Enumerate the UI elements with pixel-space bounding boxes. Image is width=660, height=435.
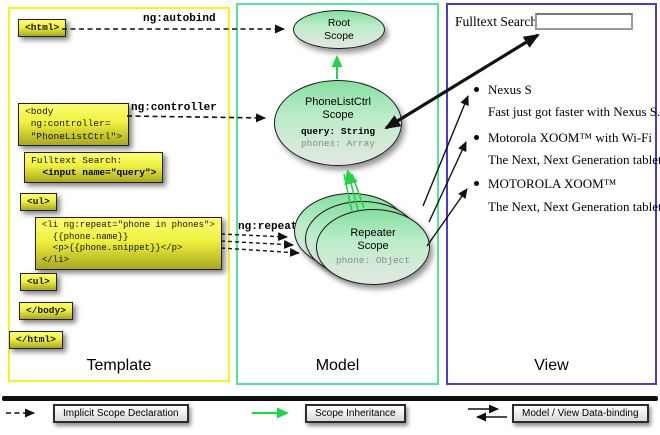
code-box-html-open: <html> [18,19,67,38]
repeater-prop-phone: phone: Object [335,255,411,267]
root-scope-ellipse: Root Scope [293,10,385,49]
bullet-icon [474,87,479,92]
phonelistctrl-scope-title: PhoneListCtrl Scope [304,96,372,122]
view-item-desc: Fast just got faster with Nexus S. [488,104,660,119]
code-box-html-close: </html> [9,331,63,350]
view-item-desc: The Next, Next Generation tablet. [488,199,660,214]
view-panel [446,3,657,385]
legend-scope-inheritance-label: Scope Inheritance [305,404,406,423]
view-item-name: Motorola XOOM™ with Wi-Fi [488,130,653,145]
phonelistctrl-prop-query: query: String [300,125,376,137]
bullet-icon [474,135,479,140]
legend-implicit-scope-label: Implicit Scope Declaration [53,404,189,423]
repeater-scope-title: Repeater Scope [350,226,396,252]
code-fulltext-input: <input name="query"> [31,167,157,179]
repeater-scope-ellipse-front: Repeater Scope phone: Object [316,209,430,285]
view-item-name: MOTOROLA XOOM™ [488,176,617,191]
view-search-label: Fulltext Search: [455,14,541,29]
view-item-desc: The Next, Next Generation tablet. [488,152,660,167]
legend-data-binding-label: Model / View Data-binding [512,404,649,423]
view-item-name: Nexus S [488,82,532,97]
template-panel-title: Template [86,357,152,374]
view-panel-title: View [534,357,569,374]
legend-separator [2,396,658,401]
ng-controller-label: ng:controller [131,102,217,114]
model-panel-title: Model [315,357,360,374]
bullet-icon [474,181,479,186]
code-box-body-close: </body> [19,302,73,321]
code-fulltext-label: Fulltext Search: [31,155,123,166]
code-box-ul-2: <ul> [20,273,57,292]
phonelistctrl-scope-ellipse: PhoneListCtrl Scope query: String phones… [274,80,402,166]
fulltext-search-input[interactable] [535,13,633,30]
code-box-body-open: <body ng:controller= "PhoneListCtrl"> [18,103,129,147]
code-box-ul-1: <ul> [20,193,57,212]
ng-autobind-label: ng:autobind [143,13,216,25]
code-box-fulltext: Fulltext Search: <input name="query"> [24,152,164,183]
ng-repeat-label: ng:repeat [238,221,298,233]
root-scope-title: Root Scope [324,17,354,42]
phonelistctrl-prop-phones: phones: Array [300,137,376,149]
code-box-li-repeat: <li ng:repeat="phone in phones"> {{phone… [35,217,222,270]
